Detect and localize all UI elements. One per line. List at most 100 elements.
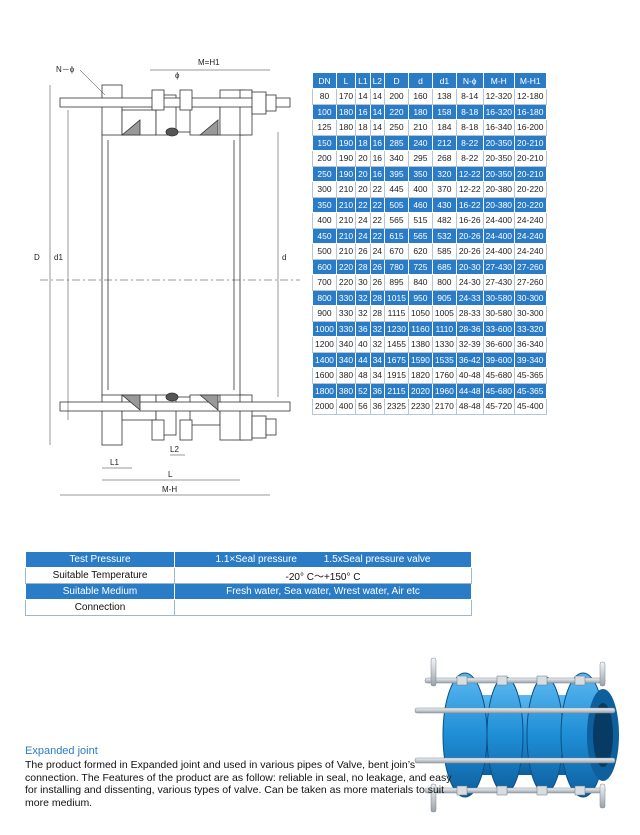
table-cell: 1600 [312,367,337,384]
table-cell: 840 [407,274,433,291]
table-cell: 14 [369,88,386,105]
table-cell: 380 [335,382,357,399]
table-cell: 48 [355,367,371,384]
spec-row-temperature: Suitable Temperature -20° C～+150° C [25,567,472,584]
table-cell: 24-400 [482,227,516,244]
table-cell: 8-18 [455,119,484,136]
spec-value: 1.1×Seal pressure 1.5xSeal pressure valv… [174,551,472,568]
spec-row-medium: Suitable Medium Fresh water, Sea water, … [25,583,472,600]
table-cell: 14 [369,119,386,136]
table-cell: 180 [407,103,433,120]
table-cell: 210 [335,212,357,229]
table-cell: 28 [355,258,371,275]
table-cell: 200 [384,88,409,105]
header-dn: DN [312,72,337,89]
table-cell: 250 [384,119,409,136]
table-cell: 1760 [431,367,457,384]
table-cell: 24-400 [482,212,516,229]
header-d-inner: d [407,72,433,89]
table-cell: 800 [312,289,337,306]
product-photo [405,650,627,820]
spec-value [174,599,472,616]
table-cell: 20-26 [455,227,484,244]
table-cell: 1005 [431,305,457,322]
spec-label: Connection [25,599,175,616]
table-cell: 20 [355,165,371,182]
table-cell: 27-430 [482,274,516,291]
table-cell: 615 [384,227,409,244]
table-cell: 2170 [431,398,457,415]
table-cell: 30-300 [514,305,547,322]
table-cell: 1590 [407,351,433,368]
table-cell: 340 [335,336,357,353]
table-cell: 16-320 [482,103,516,120]
table-cell: 285 [384,134,409,151]
table-cell: 670 [384,243,409,260]
table-cell: 1110 [431,320,457,337]
table-cell: 780 [384,258,409,275]
table-cell: 200 [312,150,337,167]
test-pressure-value-1: 1.1×Seal pressure [215,554,297,565]
label-L: L [168,470,173,479]
table-cell: 22 [369,212,386,229]
table-cell: 28-36 [455,320,484,337]
table-cell: 1000 [312,320,337,337]
table-cell: 1455 [384,336,409,353]
table-cell: 52 [355,382,371,399]
table-cell: 600 [312,258,337,275]
header-n-phi: N-ϕ [455,72,484,89]
table-cell: 100 [312,103,337,120]
table-cell: 1015 [384,289,409,306]
table-cell: 685 [431,258,457,275]
table-cell: 210 [335,196,357,213]
table-cell: 184 [431,119,457,136]
table-cell: 20-30 [455,258,484,275]
table-cell: 350 [312,196,337,213]
table-cell: 20-210 [514,134,547,151]
table-cell: 45-680 [482,382,516,399]
table-cell: 1535 [431,351,457,368]
table-cell: 36-42 [455,351,484,368]
table-cell: 16-22 [455,196,484,213]
table-cell: 400 [407,181,433,198]
table-cell: 16 [369,150,386,167]
table-cell: 1820 [407,367,433,384]
table-cell: 20-210 [514,150,547,167]
table-cell: 26 [369,274,386,291]
table-cell: 1330 [431,336,457,353]
label-L1: L1 [110,458,119,467]
table-cell: 16-200 [514,119,547,136]
table-cell: 27-260 [514,274,547,291]
table-cell: 27-430 [482,258,516,275]
table-cell: 34 [369,351,386,368]
table-cell: 725 [407,258,433,275]
label-L2: L2 [170,445,179,454]
label-d1: d1 [54,253,63,262]
table-cell: 36 [369,382,386,399]
header-l2: L2 [369,72,386,89]
table-cell: 24 [355,212,371,229]
header-d1: d1 [431,72,457,89]
table-cell: 190 [335,150,357,167]
table-cell: 45-720 [482,398,516,415]
table-cell: 430 [431,196,457,213]
table-cell: 36-600 [482,336,516,353]
table-cell: 220 [335,258,357,275]
table-cell: 340 [384,150,409,167]
table-cell: 170 [335,88,357,105]
table-cell: 14 [369,103,386,120]
table-cell: 1115 [384,305,409,322]
table-cell: 45-365 [514,367,547,384]
label-d: d [282,253,286,262]
table-cell: 33-600 [482,320,516,337]
table-cell: 482 [431,212,457,229]
table-cell: 56 [355,398,371,415]
table-cell: 36 [369,398,386,415]
table-cell: 20-350 [482,165,516,182]
table-cell: 2115 [384,382,409,399]
